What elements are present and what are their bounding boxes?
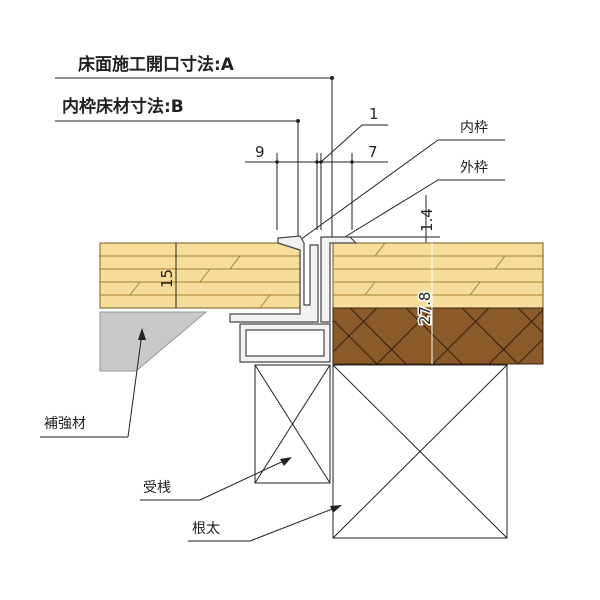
outer-frame-leader bbox=[339, 179, 439, 241]
support-bar-block bbox=[254, 364, 331, 484]
subfloor-plywood bbox=[332, 307, 544, 365]
label-joist: 根太 bbox=[192, 521, 220, 537]
label-support-bar: 受桟 bbox=[143, 480, 171, 496]
title-inner-floor-dimension: 内枠床材寸法:B bbox=[62, 96, 184, 117]
dim-9: 9 bbox=[255, 143, 265, 161]
label-reinforcement: 補強材 bbox=[44, 416, 86, 432]
joist-block bbox=[332, 364, 508, 539]
dim-1: 1 bbox=[369, 105, 379, 123]
small-dimension-group bbox=[245, 124, 388, 230]
title-opening-dimension: 床面施工開口寸法:A bbox=[78, 54, 235, 75]
frame-profile bbox=[229, 235, 358, 363]
outer-floor-board bbox=[332, 242, 544, 309]
dim-7: 7 bbox=[368, 143, 378, 161]
dim-15: 15 bbox=[158, 269, 176, 288]
support-bar-leader bbox=[199, 457, 291, 501]
inner-frame-leader bbox=[299, 139, 439, 241]
label-outer-frame: 外枠 bbox=[460, 160, 488, 176]
joist-leader bbox=[249, 505, 341, 542]
reinforcement-block bbox=[99, 311, 208, 372]
inner-floor-board bbox=[99, 242, 304, 309]
reinforcement-leader bbox=[127, 332, 143, 438]
label-inner-frame: 内枠 bbox=[460, 120, 488, 136]
dim-1-4: 1.4 bbox=[418, 208, 436, 232]
dim-27-8: 27.8 bbox=[416, 292, 434, 325]
